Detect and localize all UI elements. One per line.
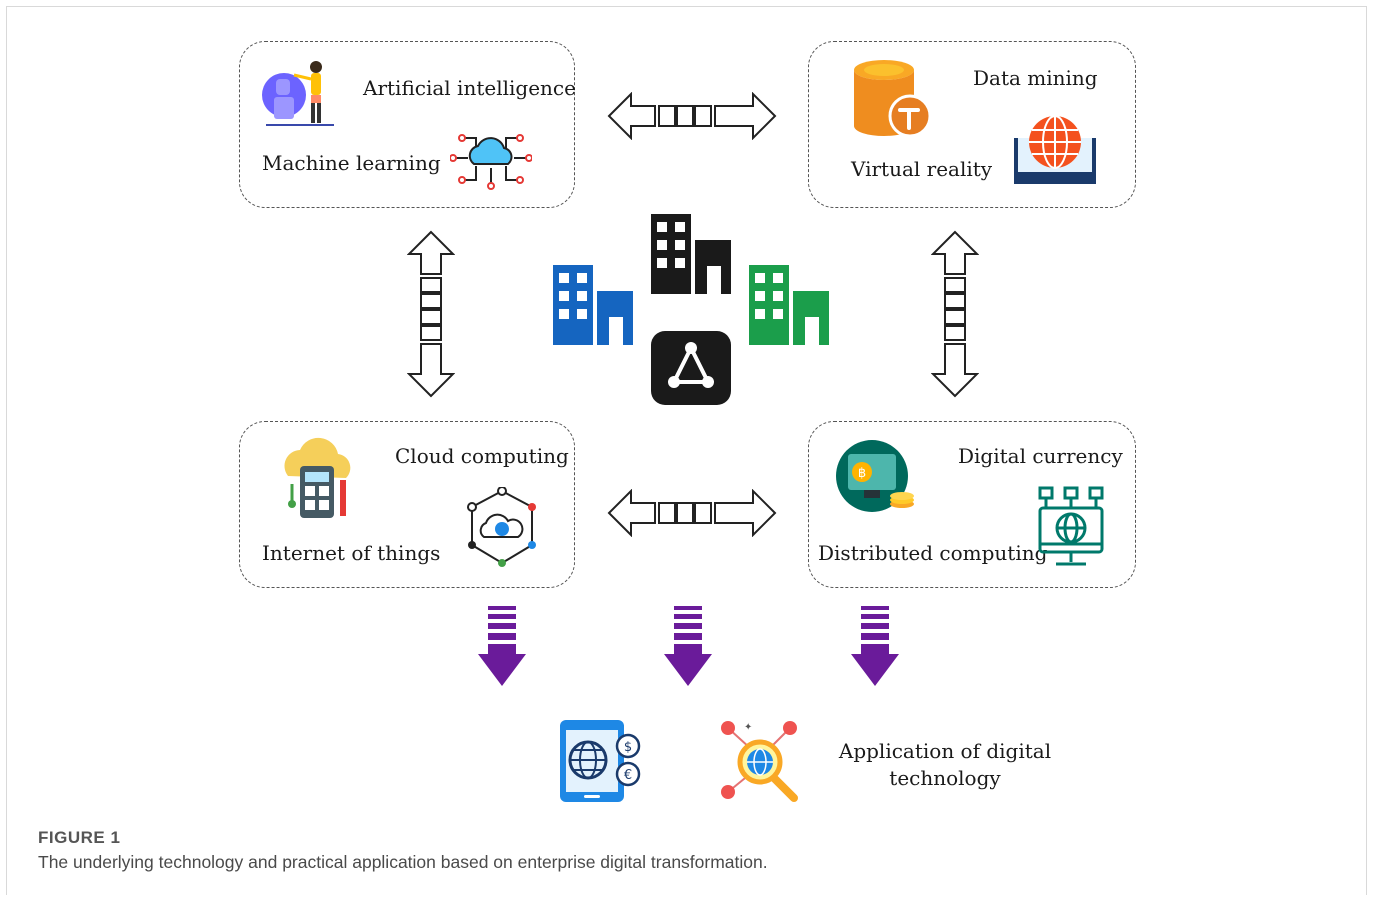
label-virtual-reality: Virtual reality — [851, 157, 993, 181]
double-arrow-bottom-icon — [607, 488, 777, 542]
ai-robot-icon — [262, 55, 342, 136]
building-black-icon — [649, 212, 733, 301]
iot-calculator-icon — [278, 436, 364, 527]
application-label: Application of digital technology — [830, 738, 1060, 792]
figure-label: FIGURE 1 — [38, 828, 121, 847]
vr-globe-icon — [1012, 112, 1098, 191]
blockchain-icon — [650, 330, 732, 411]
label-cloud-computing: Cloud computing — [395, 444, 569, 468]
down-arrow-left-icon — [476, 604, 528, 693]
double-arrow-top-icon — [607, 91, 777, 145]
down-arrow-right-icon — [849, 604, 901, 693]
figure-frame — [6, 6, 1367, 895]
bitcoin-monitor-icon: ฿ — [834, 440, 918, 521]
svg-text:✦: ✦ — [744, 722, 752, 733]
building-blue-icon — [551, 263, 635, 352]
double-arrow-left-icon — [406, 230, 456, 403]
figure-caption: The underlying technology and practical … — [38, 852, 768, 872]
database-mining-icon — [850, 58, 936, 145]
box-dm-vr — [808, 41, 1136, 208]
double-arrow-right-icon — [930, 230, 980, 403]
box-currency-distributed — [808, 421, 1136, 588]
tablet-currency-icon: $ € — [558, 718, 642, 809]
svg-text:$: $ — [624, 740, 632, 755]
globe-search-icon: ✦ — [716, 718, 804, 809]
label-digital-currency: Digital currency — [958, 444, 1123, 468]
label-machine-learning: Machine learning — [262, 151, 441, 175]
application-label-line-1: Application of digital — [838, 739, 1052, 763]
label-artificial-intelligence: Artificial intelligence — [363, 76, 576, 100]
label-data-mining: Data mining — [973, 66, 1098, 90]
application-label-line-2: technology — [889, 766, 1001, 790]
cloud-computing-icon — [462, 486, 542, 572]
box-ai-ml — [239, 41, 575, 208]
box-cloud-iot — [239, 421, 575, 588]
svg-text:฿: ฿ — [858, 466, 866, 481]
distributed-network-icon — [1036, 486, 1106, 575]
svg-text:€: € — [624, 768, 632, 783]
cloud-network-icon — [449, 130, 533, 195]
building-green-icon — [747, 263, 831, 352]
down-arrow-center-icon — [662, 604, 714, 693]
label-distributed-computing: Distributed computing — [818, 541, 1048, 565]
label-internet-of-things: Internet of things — [262, 541, 441, 565]
